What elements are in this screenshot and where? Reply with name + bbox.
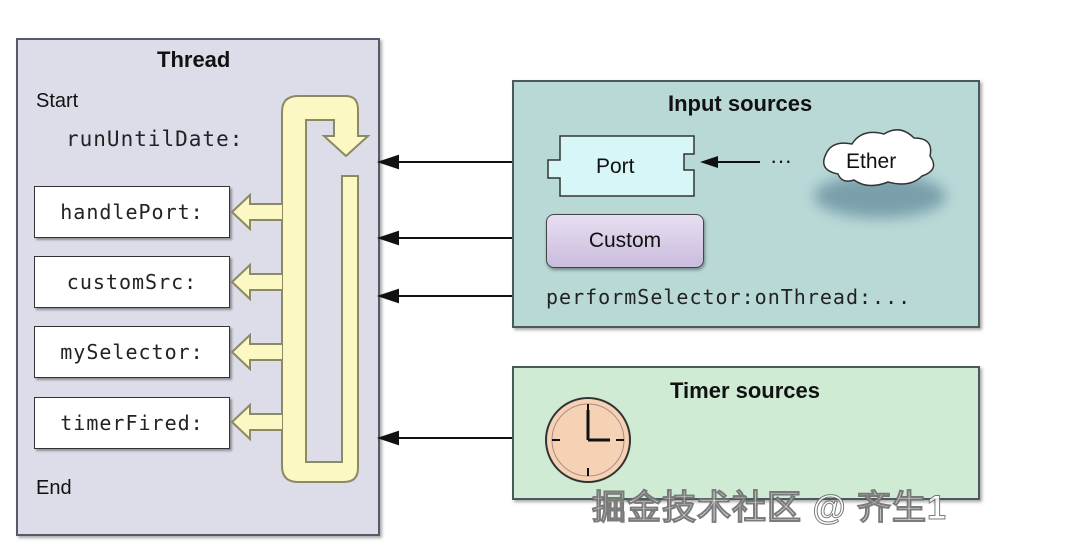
branch-arrow-my-selector	[230, 332, 282, 372]
ellipsis-label: ···	[770, 148, 792, 173]
run-loop-shape	[281, 95, 371, 483]
perform-selector-label: performSelector:onThread:...	[546, 285, 912, 309]
port-label: Port	[596, 155, 635, 178]
custom-source-box: Custom	[546, 214, 704, 268]
input-sources-title: Input sources	[668, 91, 813, 116]
my-selector-box: mySelector:	[34, 326, 230, 378]
branch-arrow-handle-port	[230, 192, 282, 232]
run-until-date-label: runUntilDate:	[66, 127, 244, 151]
start-label: Start	[36, 90, 79, 112]
timer-sources-title: Timer sources	[670, 378, 821, 403]
source-arrows	[376, 154, 512, 446]
timer-fired-box: timerFired:	[34, 397, 230, 449]
handle-port-box: handlePort:	[34, 186, 230, 238]
end-label: End	[36, 477, 72, 499]
ether-label: Ether	[846, 150, 896, 173]
port-icon	[547, 135, 695, 197]
branch-arrow-custom-src	[230, 262, 282, 302]
custom-src-box: customSrc:	[34, 256, 230, 308]
ether-cloud-icon	[823, 129, 935, 187]
thread-title: Thread	[157, 47, 231, 72]
watermark-text: 掘金技术社区 @ 齐生1	[592, 489, 947, 528]
clock-icon	[545, 397, 631, 483]
branch-arrow-timer-fired	[230, 402, 282, 442]
handler-branch-arrows	[230, 192, 282, 442]
